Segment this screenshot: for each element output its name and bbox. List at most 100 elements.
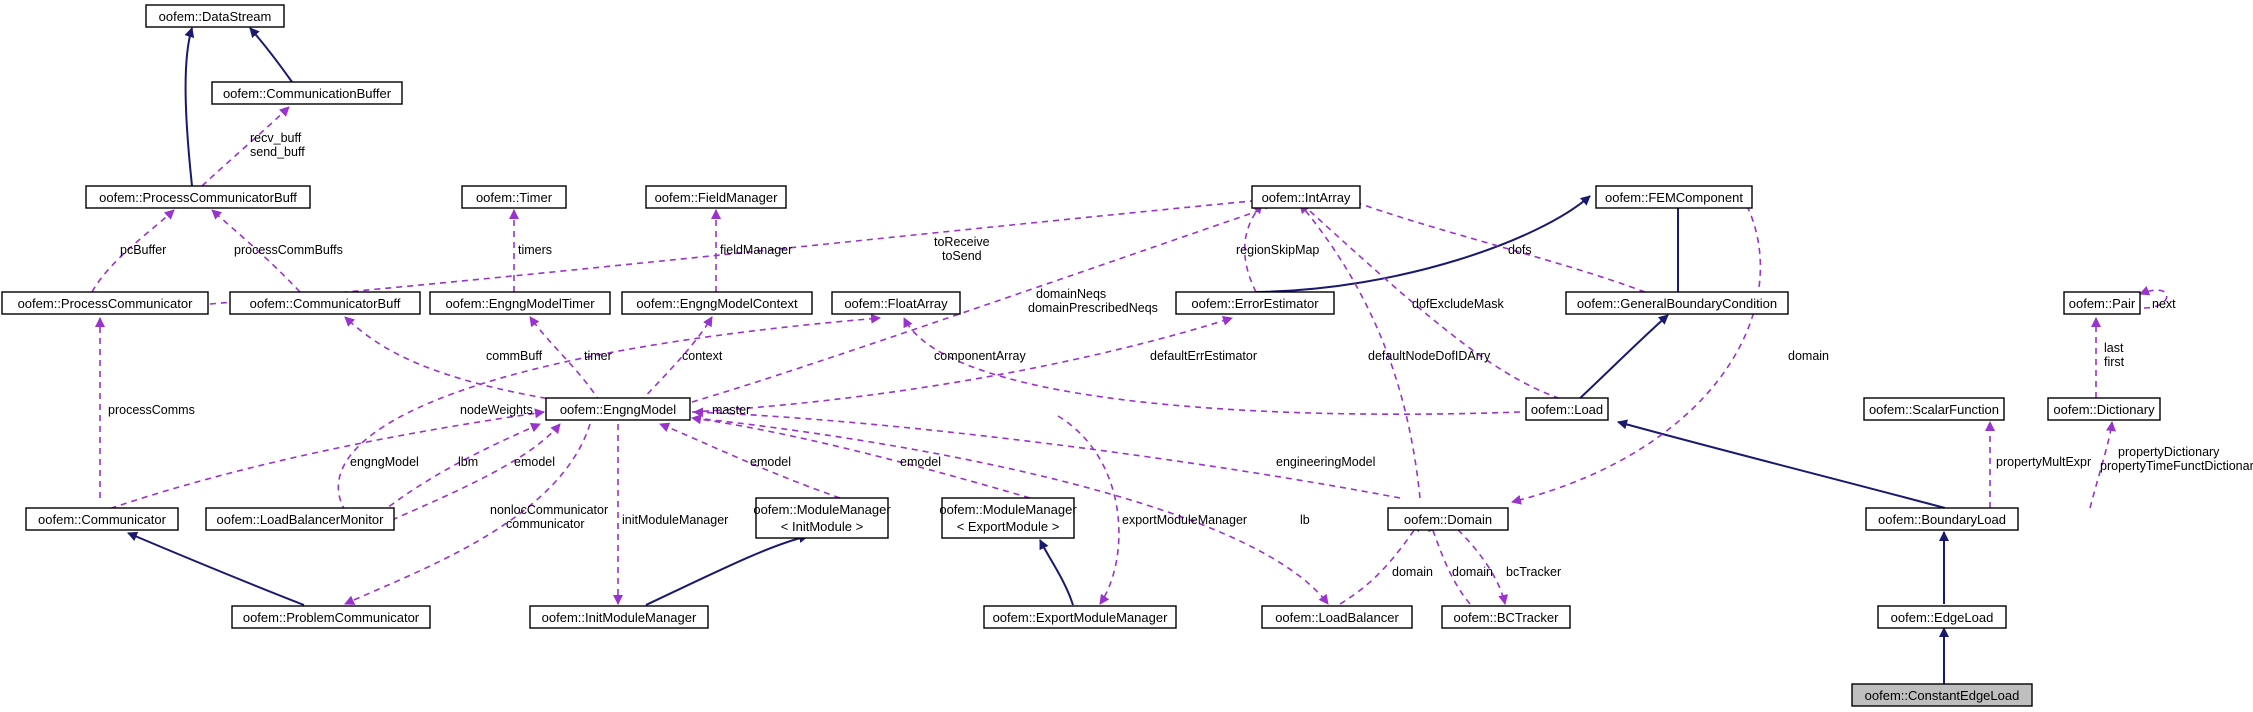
edge-lbm-floatarray [337,313,881,521]
svg-text:oofem::FieldManager: oofem::FieldManager [655,190,779,205]
svg-text:oofem::ModuleManager: oofem::ModuleManager [753,502,891,517]
svg-text:oofem::ProcessCommunicatorBuff: oofem::ProcessCommunicatorBuff [99,190,297,205]
edge-pair-pair [2139,286,2168,309]
edge-problemcomm-communicator [127,531,305,606]
edge-initmodulemanager-modmgrinit [645,533,809,606]
node-loadbalancermonitor[interactable]: oofem::LoadBalancerMonitor [205,507,395,531]
label-context: context [682,349,723,363]
node-timer[interactable]: oofem::Timer [461,185,567,209]
svg-text:oofem::FEMComponent: oofem::FEMComponent [1605,190,1743,205]
svg-text:oofem::CommunicatorBuff: oofem::CommunicatorBuff [250,296,401,311]
edge-lbm-enggmodel-2 [391,423,561,521]
node-domain[interactable]: oofem::Domain [1387,507,1509,531]
label-propertydictionary: propertyDictionary [2118,445,2220,459]
label-next: next [2152,297,2176,311]
edge-load-floatarray [903,317,1521,415]
node-engngmodelcontext[interactable]: oofem::EngngModelContext [621,291,813,315]
inheritance-edges [127,27,1949,684]
node-engngmodel[interactable]: oofem::EngngModel [545,397,691,421]
label-recv-buff: recv_buff [250,131,302,145]
svg-text:oofem::BCTracker: oofem::BCTracker [1454,610,1560,625]
edge-enggmodel-enggmodelcontext [639,316,713,403]
edge-load-generalbc [1575,314,1669,403]
node-fieldmanager[interactable]: oofem::FieldManager [645,185,787,209]
node-scalarfunction[interactable]: oofem::ScalarFunction [1863,397,2005,421]
node-problemcommunicator[interactable]: oofem::ProblemCommunicator [231,605,431,629]
svg-text:oofem::Timer: oofem::Timer [476,190,553,205]
edge-domain-bctracker [1449,521,1509,605]
node-dictionary[interactable]: oofem::Dictionary [2047,397,2161,421]
svg-text:oofem::ExportModuleManager: oofem::ExportModuleManager [993,610,1169,625]
label-engineeringmodel: engineeringModel [1276,455,1375,469]
label-componentarray: componentArray [934,349,1026,363]
label-exportmodulemanager: exportModuleManager [1122,513,1247,527]
node-bctracker[interactable]: oofem::BCTracker [1441,605,1571,629]
label-bctracker: bcTracker [1506,565,1561,579]
nodes: oofem::DataStream oofem::CommunicationBu… [1,4,2161,707]
node-errorestimator[interactable]: oofem::ErrorEstimator [1175,291,1335,315]
label-defaulterrestimator: defaultErrEstimator [1150,349,1257,363]
svg-text:oofem::ModuleManager: oofem::ModuleManager [939,502,1077,517]
edge-errorestimator-intarray [1243,203,1263,293]
edge-boundaryload-load [1617,419,1946,509]
node-pair[interactable]: oofem::Pair [2063,291,2141,315]
node-datastream[interactable]: oofem::DataStream [145,4,285,28]
edge-boundaryload-dictionary [2089,421,2116,509]
node-engngmodeltimer[interactable]: oofem::EngngModelTimer [429,291,611,315]
node-communicationbuffer[interactable]: oofem::CommunicationBuffer [211,81,403,105]
edge-enggmodel-communicatorbuff [344,316,569,403]
label-tosend: toSend [942,249,982,263]
label-engngmodel: engngModel [350,455,419,469]
svg-text:oofem::DataStream: oofem::DataStream [159,9,272,24]
edge-enggmodel-loadbalancer [693,417,1329,605]
label-propertytimefunctdictionary: propertyTimeFunctDictionary [2100,459,2253,473]
edge-proccommbuff-commbuffer [201,106,290,187]
svg-text:oofem::Communicator: oofem::Communicator [38,512,167,527]
edge-enggmodel-problemcomm [344,423,591,605]
node-communicatorbuff[interactable]: oofem::CommunicatorBuff [229,291,421,315]
node-processcommunicatorbuff[interactable]: oofem::ProcessCommunicatorBuff [85,185,311,209]
node-loadbalancer[interactable]: oofem::LoadBalancer [1261,605,1413,629]
label-commbuff: commBuff [486,349,543,363]
node-intarray[interactable]: oofem::IntArray [1251,185,1361,209]
node-femcomponent[interactable]: oofem::FEMComponent [1595,185,1753,209]
node-load[interactable]: oofem::Load [1525,397,1609,421]
node-generalboundarycondition[interactable]: oofem::GeneralBoundaryCondition [1565,291,1789,315]
node-edgeload[interactable]: oofem::EdgeLoad [1877,605,2007,629]
edge-bctracker-domain [1428,521,1471,605]
label-domain-lb: domain [1392,565,1433,579]
node-floatarray[interactable]: oofem::FloatArray [831,291,961,315]
node-initmodulemanager[interactable]: oofem::InitModuleManager [529,605,709,629]
node-exportmodulemanager[interactable]: oofem::ExportModuleManager [983,605,1177,629]
edge-enggmodel-enggmodeltimer [529,316,601,403]
svg-text:oofem::Pair: oofem::Pair [2069,296,2136,311]
svg-text:oofem::InitModuleManager: oofem::InitModuleManager [542,610,697,625]
node-modulemanager-initmodule[interactable]: oofem::ModuleManager < InitModule > [753,497,891,539]
node-communicator[interactable]: oofem::Communicator [25,507,179,531]
label-processcomms: processComms [108,403,195,417]
svg-text:< ExportModule >: < ExportModule > [957,519,1060,534]
label-timers: timers [518,243,552,257]
label-defaultnodedofidarry: defaultNodeDofIDArry [1368,349,1491,363]
label-processcommbuffs: processCommBuffs [234,243,343,257]
label-regionskipmap: regionSkipMap [1236,243,1319,257]
svg-text:oofem::ProcessCommunicator: oofem::ProcessCommunicator [18,296,194,311]
edge-communicatorbuff-proccommbuff [211,209,301,293]
svg-text:oofem::ConstantEdgeLoad: oofem::ConstantEdgeLoad [1865,688,2020,703]
node-constantedgeload[interactable]: oofem::ConstantEdgeLoad [1851,683,2033,707]
node-modulemanager-exportmodule[interactable]: oofem::ModuleManager < ExportModule > [939,497,1077,539]
svg-text:oofem::CommunicationBuffer: oofem::CommunicationBuffer [223,86,392,101]
svg-text:oofem::ProblemCommunicator: oofem::ProblemCommunicator [243,610,420,625]
edge-load-intarray [1299,201,1571,403]
usage-edges [91,106,2168,605]
node-boundaryload[interactable]: oofem::BoundaryLoad [1865,507,2019,531]
svg-text:oofem::Dictionary: oofem::Dictionary [2053,402,2155,417]
label-domainneqs: domainNeqs [1036,287,1106,301]
svg-text:oofem::Domain: oofem::Domain [1404,512,1492,527]
label-first: first [2104,355,2125,369]
svg-text:oofem::LoadBalancer: oofem::LoadBalancer [1275,610,1399,625]
label-dofs: dofs [1508,243,1532,257]
node-processcommunicator[interactable]: oofem::ProcessCommunicator [1,291,209,315]
label-last: last [2104,341,2124,355]
label-dofexcludemask: dofExcludeMask [1412,297,1504,311]
